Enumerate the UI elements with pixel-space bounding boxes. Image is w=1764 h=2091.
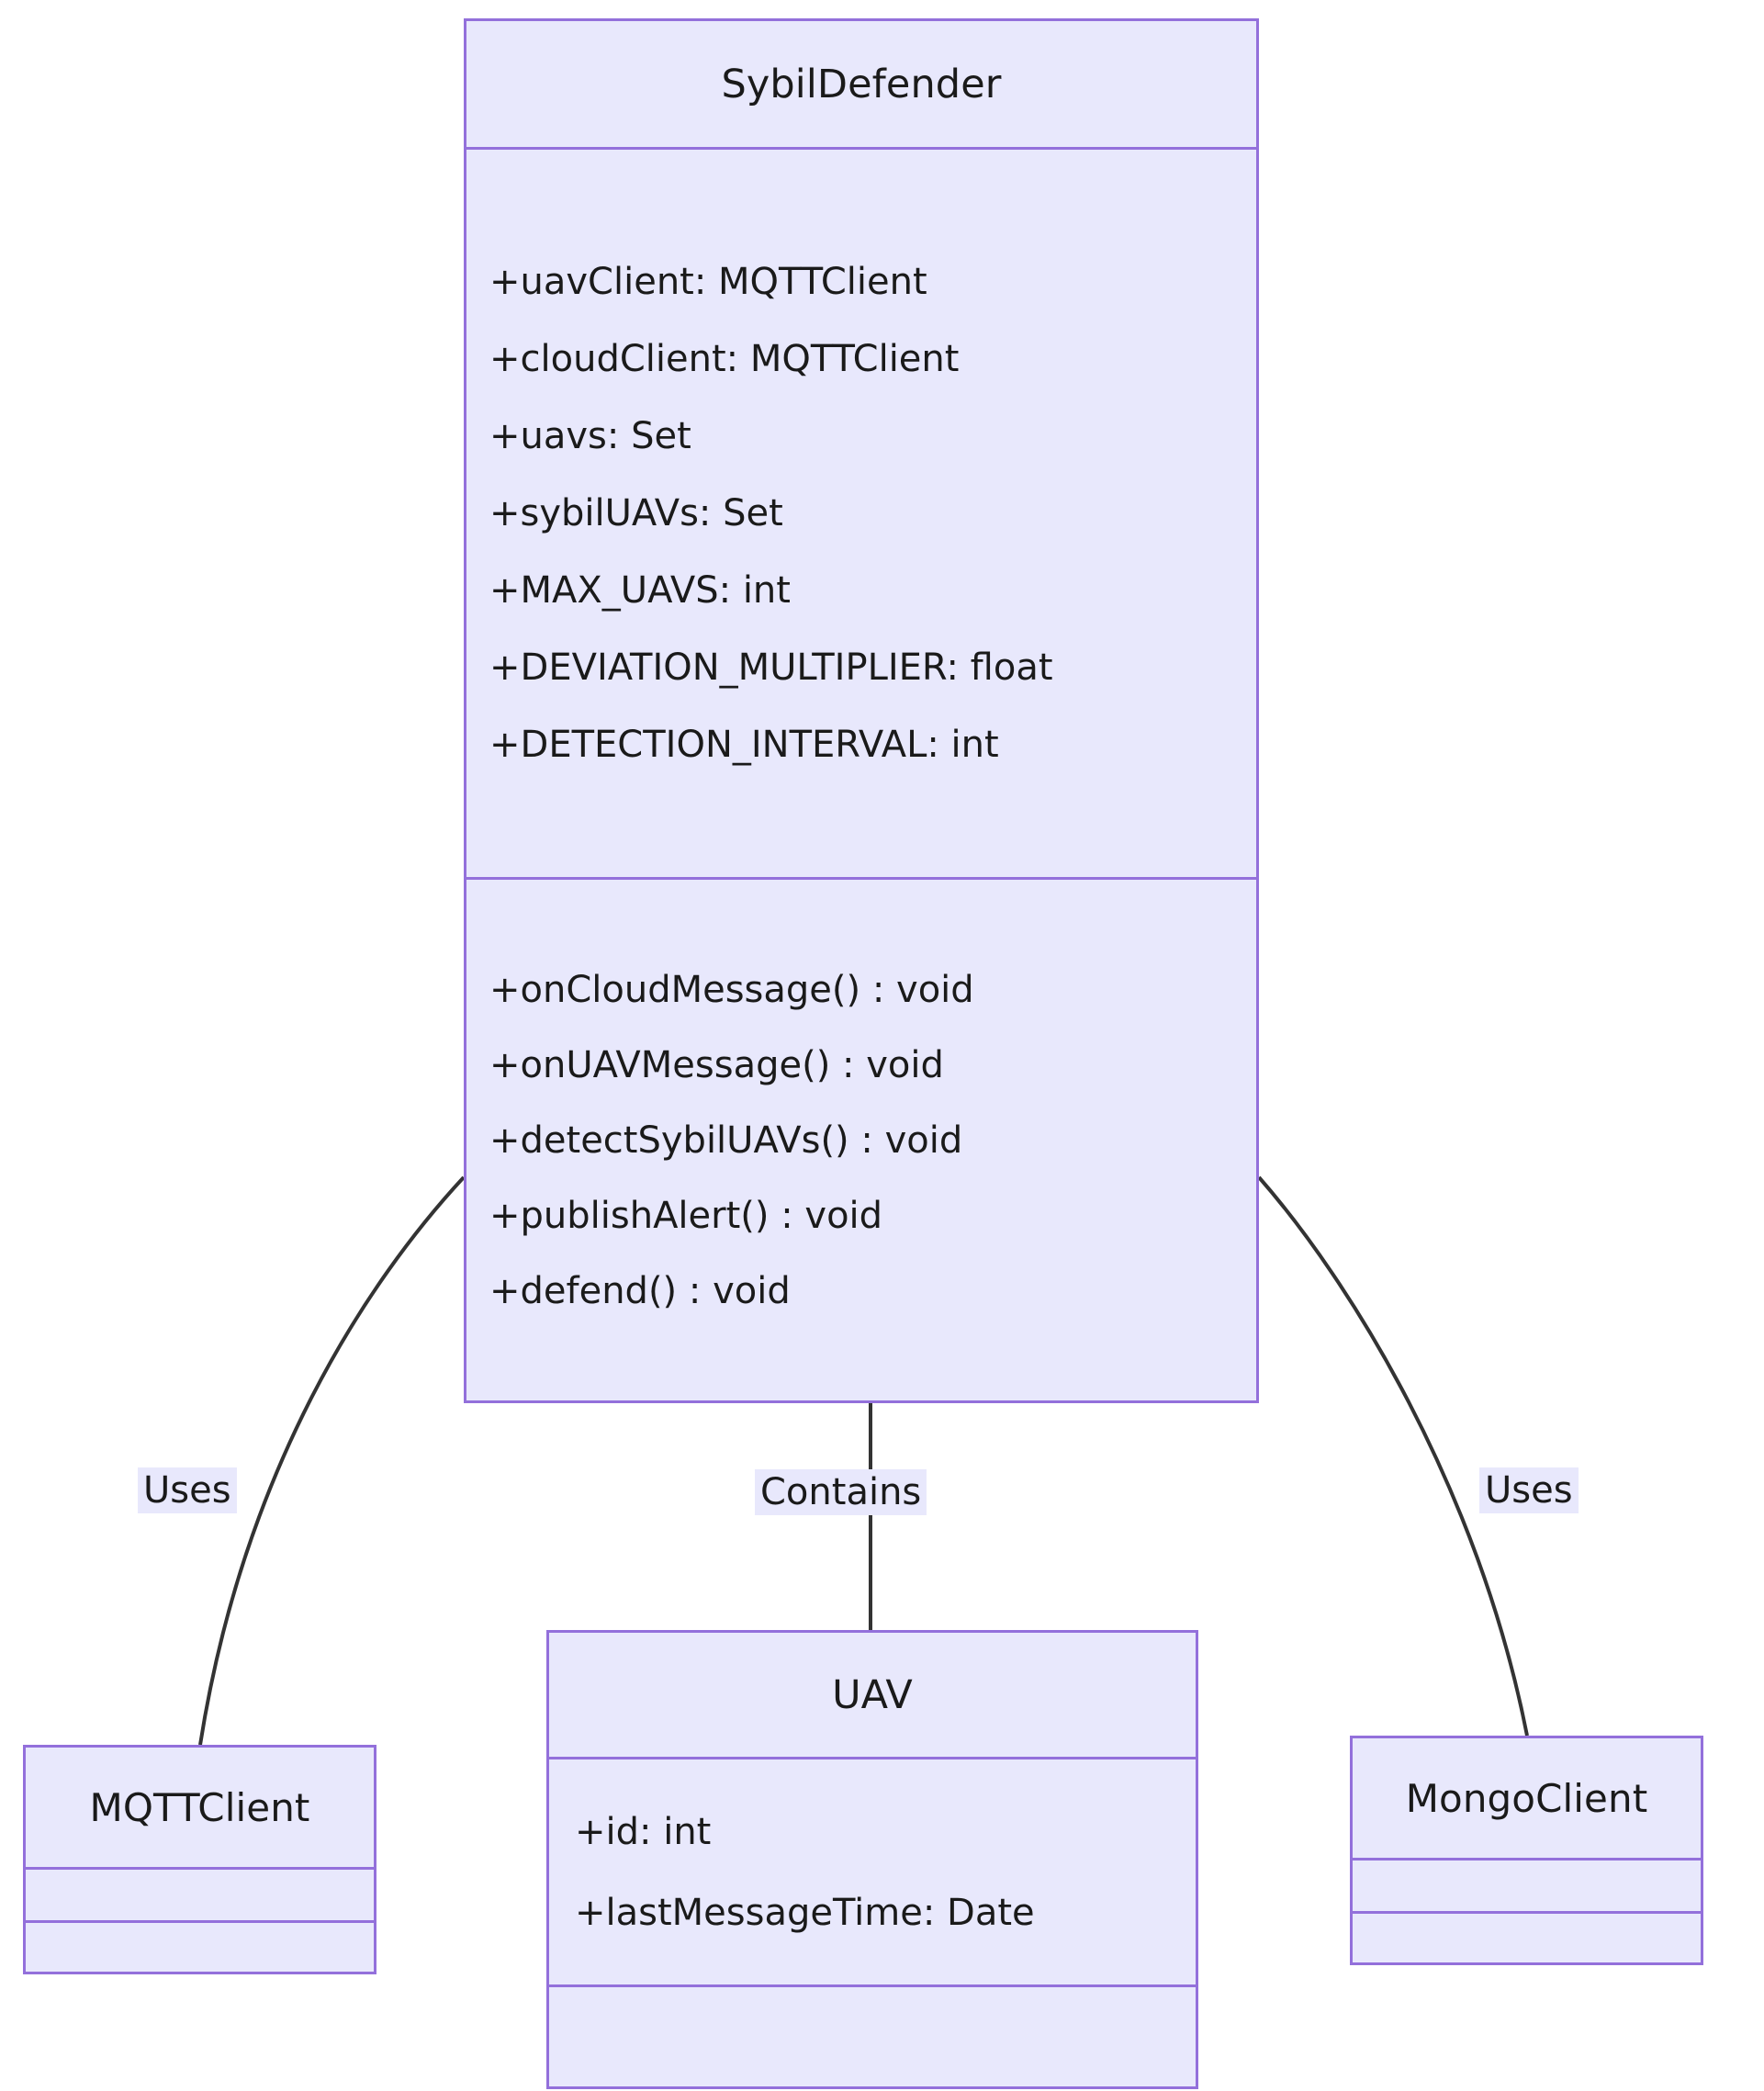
class-box-sybildefender[interactable]: SybilDefender +uavClient: MQTTClient +cl… bbox=[464, 18, 1259, 1403]
attribute-row: +sybilUAVs: Set bbox=[489, 492, 783, 534]
class-methods-mqttclient bbox=[26, 1920, 374, 1972]
class-title-uav: UAV bbox=[549, 1633, 1196, 1757]
class-attributes-uav: +id: int +lastMessageTime: Date bbox=[549, 1757, 1196, 1984]
class-attributes-mongoclient bbox=[1353, 1858, 1701, 1911]
class-methods-mongoclient bbox=[1353, 1911, 1701, 1962]
class-methods-sybildefender: +onCloudMessage() : void +onUAVMessage()… bbox=[466, 877, 1256, 1400]
edge-label-contains: Contains bbox=[755, 1469, 927, 1515]
edge-uses-left bbox=[198, 1175, 466, 1746]
method-row: +defend() : void bbox=[489, 1269, 791, 1312]
class-title-mongoclient: MongoClient bbox=[1353, 1738, 1701, 1858]
edge-label-uses-left: Uses bbox=[138, 1467, 237, 1513]
class-title-mqttclient: MQTTClient bbox=[26, 1748, 374, 1867]
class-methods-uav bbox=[549, 1984, 1196, 2085]
edge-uses-right bbox=[1257, 1175, 1529, 1737]
attribute-row: +DEVIATION_MULTIPLIER: float bbox=[489, 646, 1053, 689]
attribute-row: +id: int bbox=[575, 1810, 712, 1853]
edge-label-uses-right: Uses bbox=[1479, 1467, 1579, 1513]
method-row: +onCloudMessage() : void bbox=[489, 968, 974, 1011]
class-attributes-sybildefender: +uavClient: MQTTClient +cloudClient: MQT… bbox=[466, 147, 1256, 877]
attribute-row: +lastMessageTime: Date bbox=[575, 1891, 1035, 1934]
attribute-row: +MAX_UAVS: int bbox=[489, 569, 791, 612]
class-box-uav[interactable]: UAV +id: int +lastMessageTime: Date bbox=[546, 1630, 1198, 2089]
method-row: +detectSybilUAVs() : void bbox=[489, 1119, 963, 1162]
class-attributes-mqttclient bbox=[26, 1867, 374, 1920]
method-row: +publishAlert() : void bbox=[489, 1194, 883, 1237]
class-box-mongoclient[interactable]: MongoClient bbox=[1350, 1736, 1703, 1965]
class-box-mqttclient[interactable]: MQTTClient bbox=[23, 1745, 376, 1974]
attribute-row: +DETECTION_INTERVAL: int bbox=[489, 724, 999, 766]
class-title-sybildefender: SybilDefender bbox=[466, 21, 1256, 147]
attribute-row: +cloudClient: MQTTClient bbox=[489, 338, 960, 380]
attribute-row: +uavClient: MQTTClient bbox=[489, 261, 927, 303]
attribute-row: +uavs: Set bbox=[489, 415, 691, 457]
method-row: +onUAVMessage() : void bbox=[489, 1043, 944, 1086]
